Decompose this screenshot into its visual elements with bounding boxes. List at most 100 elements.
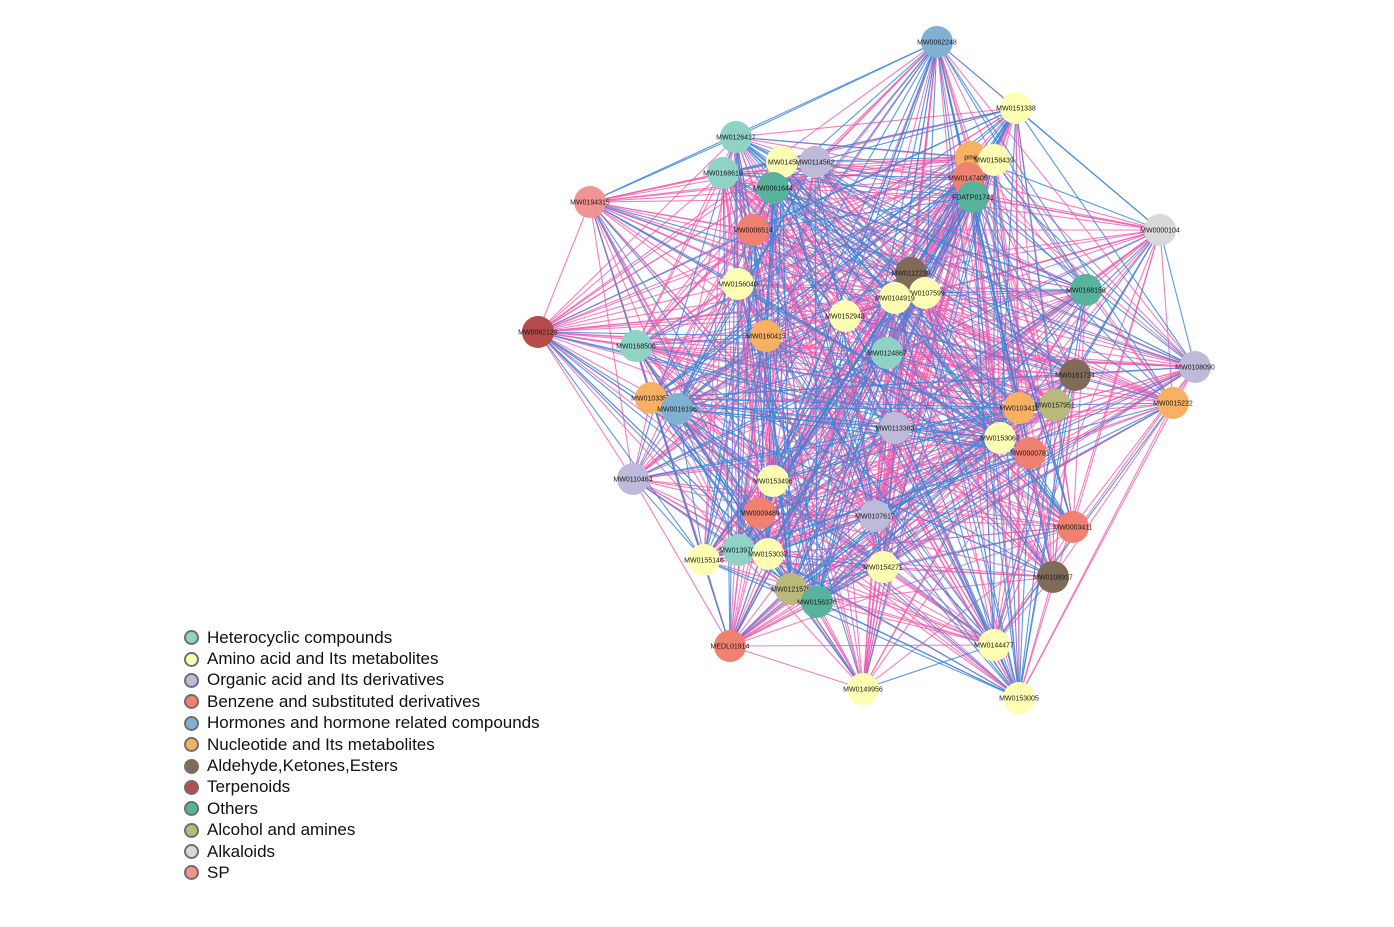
legend-swatch-icon	[184, 694, 199, 710]
network-edge	[635, 345, 1054, 578]
network-edge	[703, 559, 1020, 699]
network-node-circle	[909, 277, 941, 309]
network-edge	[632, 352, 888, 480]
network-node-circle	[635, 382, 667, 414]
network-edge	[772, 187, 792, 590]
legend-swatch-icon	[184, 672, 199, 688]
network-edge	[737, 229, 1161, 285]
network-edge	[589, 136, 737, 203]
network-node-label: MW0144477	[974, 643, 1014, 650]
network-node: MW0144477	[974, 629, 1014, 661]
network-node-label: MW0154271	[863, 565, 903, 572]
legend-item: Aldehyde,Ketones,Esters	[184, 755, 540, 776]
network-node-label: MW0152943	[825, 314, 865, 321]
network-node: MW0158439	[974, 144, 1014, 176]
network-node: FDATP01741	[952, 181, 994, 213]
network-edge	[1054, 402, 1174, 406]
network-edge	[735, 136, 739, 285]
network-node: MW0107617	[855, 500, 895, 532]
network-edge	[537, 107, 1017, 333]
network-node: MW0108090	[1175, 351, 1215, 383]
network-node-circle	[801, 586, 833, 618]
network-edge	[874, 272, 912, 517]
network-edge	[1054, 366, 1196, 406]
network-node: MW0154271	[863, 551, 903, 583]
network-edge	[910, 272, 1174, 404]
network-node: MW0160415	[746, 320, 786, 352]
network-edge	[752, 229, 1196, 368]
network-edge	[537, 331, 1031, 454]
network-edge	[589, 201, 774, 482]
network-edge	[632, 478, 740, 551]
network-edge	[632, 335, 767, 480]
network-edge	[814, 161, 1174, 404]
network-node-label: MW0103357	[631, 396, 671, 403]
network-edge	[767, 452, 1031, 555]
network-node-label: MW0153067	[980, 436, 1020, 443]
network-edge	[722, 172, 912, 274]
network-edge	[967, 177, 1161, 231]
network-edge	[537, 331, 634, 480]
network-edge	[772, 187, 1196, 368]
network-edge	[781, 161, 884, 568]
network-edge	[1052, 404, 1056, 578]
network-edge	[894, 297, 995, 646]
network-node-label: MW0104919	[875, 296, 915, 303]
network-node: MW0168619	[703, 157, 743, 189]
network-node-label: MW0168158	[1066, 288, 1106, 295]
legend-item: Alcohol and amines	[184, 820, 540, 841]
network-node: MW0153037	[748, 538, 788, 570]
network-node-circle	[574, 186, 606, 218]
network-edge	[844, 107, 1017, 317]
network-node-circle	[744, 497, 776, 529]
network-edge	[765, 335, 995, 646]
network-edge	[874, 515, 1020, 699]
network-edge	[635, 172, 724, 347]
network-edge	[676, 408, 1020, 699]
network-edge	[589, 41, 938, 203]
network-edge	[936, 41, 1087, 291]
network-edge	[635, 283, 739, 347]
network-edge	[1074, 229, 1161, 376]
network-node: MW0194315	[570, 186, 610, 218]
network-edge	[735, 136, 792, 590]
legend-swatch-icon	[184, 758, 199, 774]
network-edge	[1052, 402, 1174, 578]
network-node-label: MW0000781	[1010, 451, 1050, 458]
network-edge	[635, 345, 1020, 409]
legend-swatch-icon	[184, 630, 199, 646]
network-edge	[752, 196, 974, 231]
network-edge	[1159, 229, 1196, 368]
network-edge	[650, 41, 938, 399]
network-edge	[874, 437, 1001, 517]
network-edge	[790, 315, 846, 590]
network-node-circle	[722, 268, 754, 300]
network-edge	[632, 478, 792, 590]
network-node-label: MW0113383	[875, 426, 914, 433]
network-edge	[1015, 107, 1056, 406]
network-edge	[772, 407, 1020, 482]
network-edge	[882, 566, 995, 646]
network-node-label: MW0145	[768, 160, 796, 167]
network-edge	[993, 526, 1074, 646]
legend-item: Hormones and hormone related compounds	[184, 713, 540, 734]
network-edge	[767, 553, 884, 568]
network-edge	[816, 41, 938, 603]
network-node-circle	[720, 121, 752, 153]
network-edge	[862, 644, 995, 690]
network-node-label: MW0194315	[570, 200, 610, 207]
network-edge	[772, 161, 816, 482]
network-edge	[737, 283, 1074, 528]
network-node-circle	[957, 181, 989, 213]
network-node: MW0062128	[518, 316, 558, 348]
network-edge	[722, 172, 1054, 578]
network-node-label: MW0062248	[917, 40, 957, 47]
network-node-label: MW0157951	[1035, 403, 1075, 410]
network-edge	[936, 41, 1054, 578]
network-edge	[537, 331, 705, 561]
network-node-circle	[617, 463, 649, 495]
network-edge	[910, 272, 1020, 699]
network-node-circle	[1057, 511, 1089, 543]
legend-swatch-icon	[184, 801, 199, 817]
